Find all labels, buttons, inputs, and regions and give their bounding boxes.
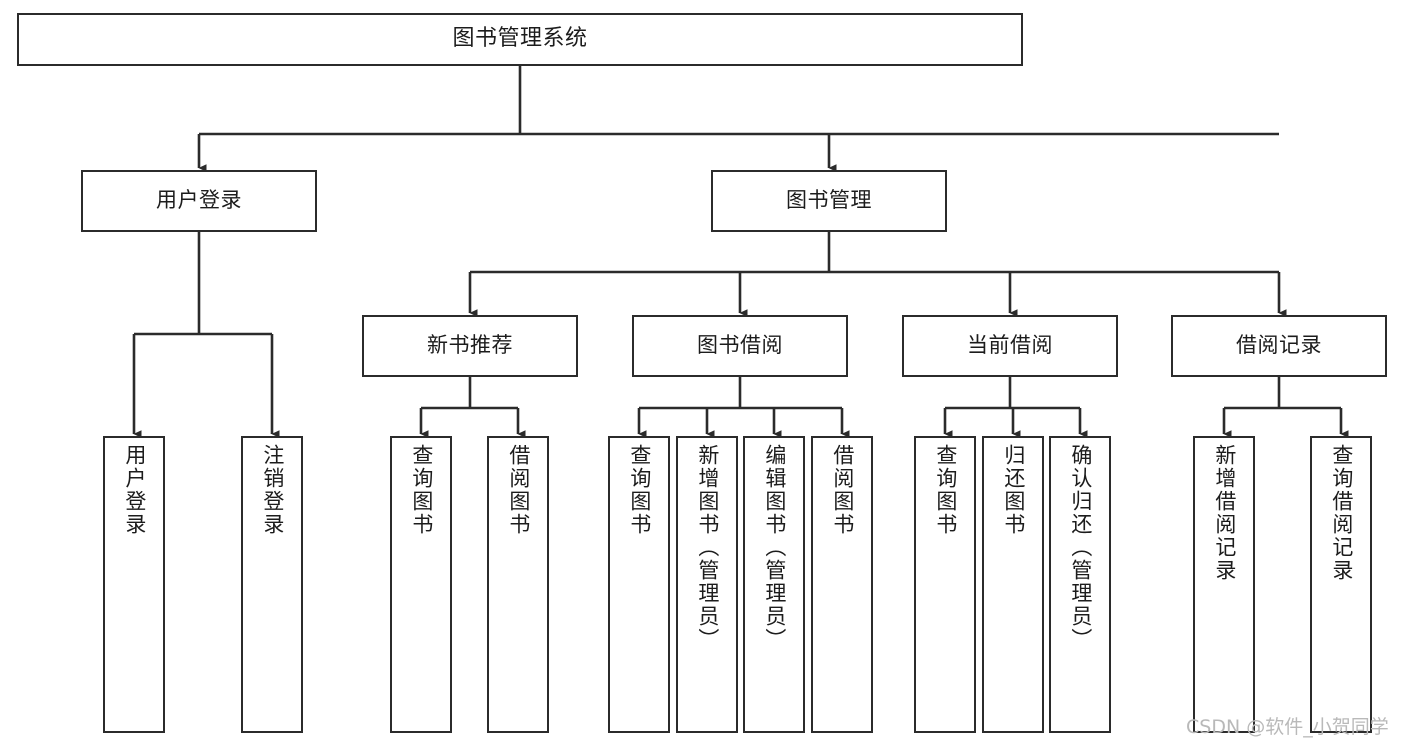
leaf-query-borrow-record[interactable]: 查询借阅记录 [1310, 436, 1372, 733]
leaf-add-borrow-record[interactable]: 新增借阅记录 [1193, 436, 1255, 733]
node-label: 借阅记录 [1236, 333, 1322, 358]
node-label: 借阅图书 [830, 444, 855, 536]
node-label: 图书借阅 [697, 333, 783, 358]
node-label: 新增图书（管理员） [695, 444, 720, 651]
leaf-return-book[interactable]: 归还图书 [982, 436, 1044, 733]
node-label: 编辑图书（管理员） [762, 444, 787, 651]
node-current-borrow[interactable]: 当前借阅 [902, 315, 1118, 377]
leaf-logout-login[interactable]: 注销登录 [241, 436, 303, 733]
leaf-query-book-borrow[interactable]: 查询图书 [608, 436, 670, 733]
node-label: 借阅图书 [506, 444, 531, 536]
node-label: 查询图书 [409, 444, 434, 536]
node-label: 图书管理系统 [452, 26, 588, 52]
node-label: 当前借阅 [967, 333, 1053, 358]
leaf-borrow-book[interactable]: 借阅图书 [811, 436, 873, 733]
node-label: 确认归还（管理员） [1068, 444, 1093, 651]
csdn-watermark: CSDN @软件_小贺同学 [1186, 716, 1389, 738]
node-user-login[interactable]: 用户登录 [81, 170, 317, 232]
node-borrow-record[interactable]: 借阅记录 [1171, 315, 1387, 377]
leaf-confirm-return-admin[interactable]: 确认归还（管理员） [1049, 436, 1111, 733]
leaf-add-book-admin[interactable]: 新增图书（管理员） [676, 436, 738, 733]
node-label: 归还图书 [1001, 444, 1026, 536]
node-label: 用户登录 [156, 188, 242, 213]
node-root-book-management-system[interactable]: 图书管理系统 [17, 13, 1023, 66]
node-label: 新书推荐 [427, 333, 513, 358]
leaf-query-book-recommend[interactable]: 查询图书 [390, 436, 452, 733]
node-label: 用户登录 [122, 444, 147, 536]
node-label: 图书管理 [786, 188, 872, 213]
node-book-borrow[interactable]: 图书借阅 [632, 315, 848, 377]
leaf-edit-book-admin[interactable]: 编辑图书（管理员） [743, 436, 805, 733]
leaf-borrow-book-recommend[interactable]: 借阅图书 [487, 436, 549, 733]
node-book-management[interactable]: 图书管理 [711, 170, 947, 232]
node-label: 查询图书 [933, 444, 958, 536]
node-label: 新增借阅记录 [1212, 444, 1237, 582]
node-label: 注销登录 [260, 444, 285, 536]
leaf-user-login[interactable]: 用户登录 [103, 436, 165, 733]
node-label: 查询借阅记录 [1329, 444, 1354, 582]
leaf-query-book-current[interactable]: 查询图书 [914, 436, 976, 733]
node-label: 查询图书 [627, 444, 652, 536]
node-new-book-recommend[interactable]: 新书推荐 [362, 315, 578, 377]
